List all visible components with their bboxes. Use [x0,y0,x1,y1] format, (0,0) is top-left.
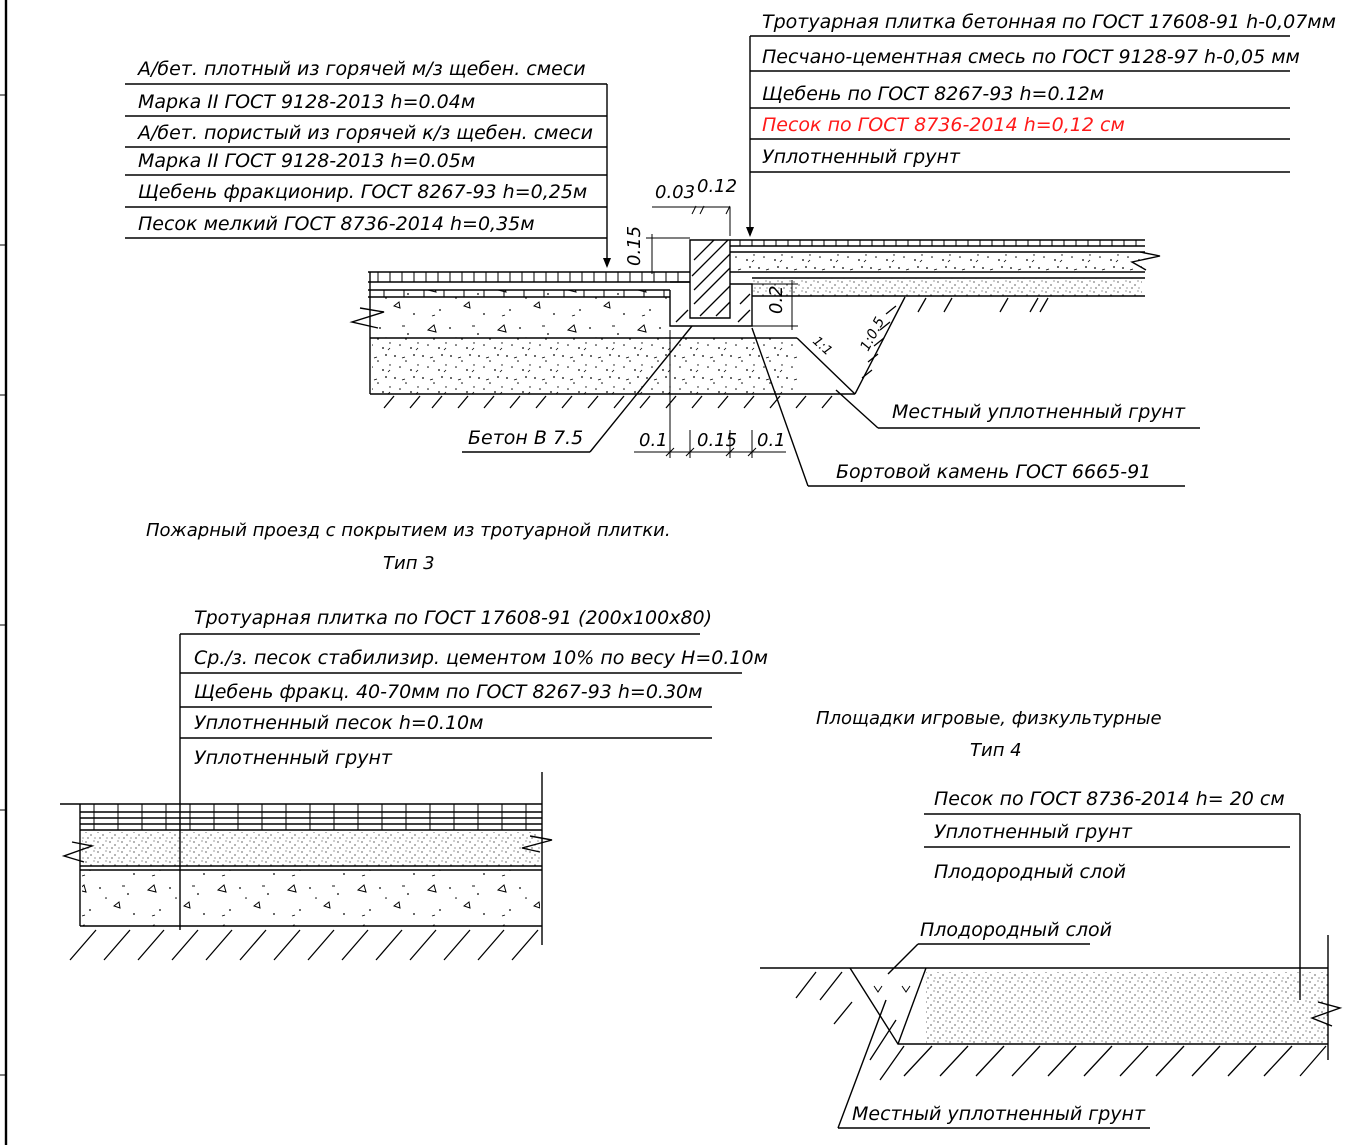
dim-base-0.1-right: 0.1 [757,430,786,451]
local-soil-label: Местный уплотненный грунт [892,401,1186,423]
bottom-leaders: Бетон В 7.5 Местный уплотненный грунт Бо… [462,325,1200,487]
sidewalk-leader-arrow [746,227,754,237]
type3-caption: Пожарный проезд с покрытием из тротуарно… [146,520,671,574]
playground-leaders: Плодородный слой Местный уплотненный гру… [837,919,1150,1129]
section-road-sidewalk: Тротуарная плитка бетонная по ГОСТ 17608… [125,11,1336,487]
road-label-stack: А/бет. плотный из горячей м/з щебен. сме… [125,58,611,268]
sidewalk-label-soil: Уплотненный грунт [762,146,961,168]
fire-lane-label-sand-cement: Ср./з. песок стабилизир. цементом 10% по… [194,647,768,669]
road-leader-arrow [603,258,611,268]
sidewalk-label-tile: Тротуарная плитка бетонная по ГОСТ 17608… [762,11,1336,33]
dim-slope-1-0.5: 1:0.5 [857,315,888,354]
type4-caption-title: Площадки игровые, физкультурные [816,708,1162,729]
dim-0.12: 0.12 [697,176,737,197]
road-label-5: Песок мелкий ГОСТ 8736-2014 h=0,35м [138,213,535,235]
section-fire-lane: Тротуарная плитка по ГОСТ 17608-91 (200х… [60,607,768,961]
sidewalk-label-gravel: Щебень по ГОСТ 8267-93 h=0.12м [762,83,1104,105]
dimension-annotations: 0.03 0.12 0.15 0.2 1:1 1:0.5 0.1 0.15 0.… [624,176,888,458]
road-label-3: Марка II ГОСТ 9128-2013 h=0.05м [138,150,475,172]
dim-0.03: 0.03 [655,182,695,203]
type3-caption-title: Пожарный проезд с покрытием из тротуарно… [146,520,671,541]
sheet-frame [0,0,8,1145]
road-pavement-section [349,271,906,395]
playground-label-soil: Уплотненный грунт [934,821,1133,843]
fire-lane-layers [60,772,553,961]
dim-base-0.15: 0.15 [697,430,737,451]
sidewalk-label-sand-highlighted: Песок по ГОСТ 8736-2014 h=0,12 см [762,114,1125,136]
section-playground: Песок по ГОСТ 8736-2014 h= 20 см Уплотне… [760,788,1343,1129]
sidewalk-label-stack: Тротуарная плитка бетонная по ГОСТ 17608… [746,11,1336,237]
playground-label-stack: Песок по ГОСТ 8736-2014 h= 20 см Уплотне… [924,788,1301,1000]
fire-lane-label-tile: Тротуарная плитка по ГОСТ 17608-91 (200х… [194,607,712,629]
playground-label-fertile: Плодородный слой [934,861,1126,883]
road-label-1: Марка II ГОСТ 9128-2013 h=0.04м [138,91,475,113]
playground-layers [760,935,1343,1081]
playground-local-soil-label: Местный уплотненный грунт [852,1103,1146,1125]
sidewalk-pavement-section [730,239,1161,313]
ground-hatching-road [383,305,897,409]
type3-caption-type: Тип 3 [383,553,435,574]
fire-lane-label-soil: Уплотненный грунт [194,747,393,769]
fire-lane-label-sand: Уплотненный песок h=0.10м [194,712,483,734]
road-label-0: А/бет. плотный из горячей м/з щебен. сме… [136,58,586,80]
road-label-4: Щебень фракционир. ГОСТ 8267-93 h=0,25м [138,181,587,203]
type4-caption: Площадки игровые, физкультурные Тип 4 [816,708,1162,761]
fire-lane-label-stack: Тротуарная плитка по ГОСТ 17608-91 (200х… [179,607,768,930]
dim-0.2-vertical: 0.2 [766,285,787,314]
asphalt-ticks [377,272,679,297]
type4-caption-type: Тип 4 [970,740,1022,761]
sidewalk-label-mix: Песчано-цементная смесь по ГОСТ 9128-97 … [762,46,1300,68]
fertile-layer-label: Плодородный слой [920,919,1112,941]
road-label-2: А/бет. пористый из горячей к/з щебен. см… [136,122,593,144]
fire-lane-label-gravel: Щебень фракц. 40-70мм по ГОСТ 8267-93 h=… [194,681,702,703]
dim-slope-1-1: 1:1 [809,334,835,359]
dim-0.15-vertical: 0.15 [624,226,645,266]
concrete-label: Бетон В 7.5 [468,427,583,449]
playground-label-sand: Песок по ГОСТ 8736-2014 h= 20 см [934,788,1285,810]
dim-base-0.1-left: 0.1 [639,430,668,451]
curb-label: Бортовой камень ГОСТ 6665-91 [836,461,1151,483]
